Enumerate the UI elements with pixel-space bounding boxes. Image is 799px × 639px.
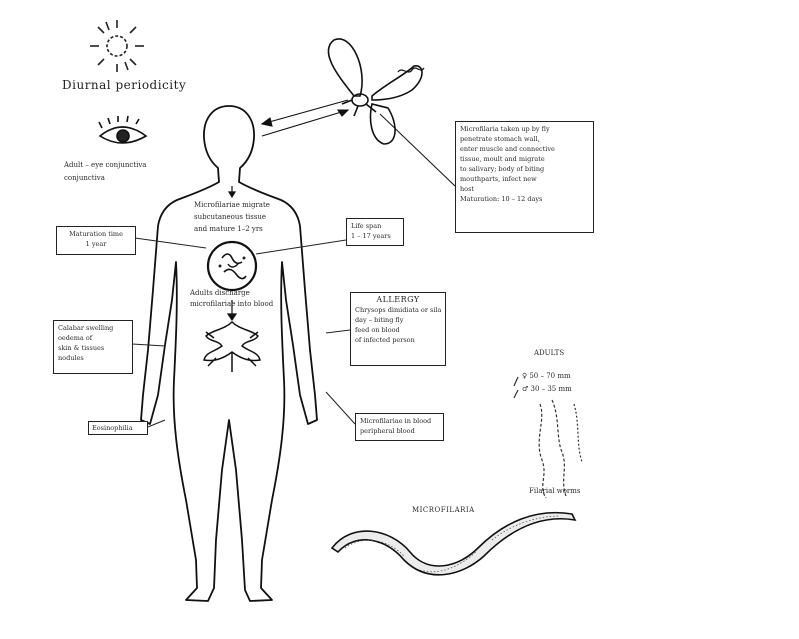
adult-worms-heading: ADULTS — [534, 348, 564, 358]
mosquito-development-box: Microfilaria taken up by fly penetrate s… — [455, 121, 594, 233]
peripheral-blood-line: Microfilariae in blood — [360, 416, 439, 426]
mosquito-box-line: host — [460, 184, 589, 194]
allergy-line: feed on blood — [355, 325, 441, 335]
allergy-line: day – biting fly — [355, 315, 441, 325]
life-span-box: Life span 1 – 17 years — [346, 218, 404, 246]
adults-discharge-line-2: microfilariae into blood — [190, 299, 273, 309]
mosquito-box-line: tissue, moult and migrate — [460, 154, 589, 164]
mosquito-box-line: to salivary; body of biting — [460, 164, 589, 174]
microfilaria-label: MICROFILARIA — [412, 505, 475, 515]
chrysops-fly-drawing — [328, 39, 424, 144]
adult-worms-caption: Filarial worms — [529, 486, 581, 496]
sun-icon — [90, 20, 144, 72]
allergy-line: of infected person — [355, 335, 441, 345]
eye-caption-line-2: conjunctiva — [64, 173, 105, 183]
migration-text-line-2: subcutaneous tissue — [194, 212, 266, 222]
allergy-heading: ALLERGY — [355, 295, 441, 305]
transmission-arrows — [262, 100, 455, 186]
migration-text-line-3: and mature 1–2 yrs — [194, 224, 263, 234]
male-worm-label: ♂ 30 – 35 mm — [522, 384, 572, 394]
swelling-line: skin & tissues — [58, 343, 128, 353]
life-span-line: Life span — [351, 221, 399, 231]
maturation-box-line: 1 year — [61, 239, 131, 249]
mosquito-box-line: enter muscle and connective — [460, 144, 589, 154]
mosquito-box-line: Maturation: 10 – 12 days — [460, 194, 589, 204]
peripheral-blood-box: Microfilariae in blood peripheral blood — [355, 413, 444, 441]
calabar-swelling-box: Calabar swelling oedema of skin & tissue… — [53, 320, 133, 374]
adults-discharge-line-1: Adults discharge — [190, 288, 250, 298]
eye-caption-line-1: Adult – eye conjunctiva — [64, 160, 146, 170]
swelling-line: nodules — [58, 353, 128, 363]
swelling-line: oedema of — [58, 333, 128, 343]
allergy-line: Chrysops dimidiata or silacea — [355, 305, 441, 315]
lymphatic-tissue-drawing — [204, 322, 260, 372]
diurnal-periodicity-title: Diurnal periodicity — [62, 80, 186, 90]
maturation-time-box: Maturation time 1 year — [56, 226, 136, 255]
life-span-line: 1 – 17 years — [351, 231, 399, 241]
microfilaria-worm-drawing — [332, 513, 575, 575]
mosquito-box-line: penetrate stomach wall, — [460, 134, 589, 144]
mosquito-box-line: mouthparts, infect new — [460, 174, 589, 184]
eosinophilia-box: Eosinophilia — [88, 421, 148, 435]
eosinophilia-label: Eosinophilia — [92, 423, 144, 433]
eye-icon — [99, 116, 146, 143]
adult-worms-drawing — [514, 377, 582, 498]
peripheral-blood-line: peripheral blood — [360, 426, 439, 436]
swelling-line: Calabar swelling — [58, 323, 128, 333]
mosquito-box-line: Microfilaria taken up by fly — [460, 124, 589, 134]
female-worm-label: ♀ 50 – 70 mm — [522, 371, 571, 381]
migration-text-line-1: Microfilariae migrate — [194, 200, 270, 210]
microfilariae-in-blood-circle — [208, 242, 256, 290]
maturation-box-line: Maturation time — [61, 229, 131, 239]
allergy-box: ALLERGY Chrysops dimidiata or silacea da… — [350, 292, 446, 366]
